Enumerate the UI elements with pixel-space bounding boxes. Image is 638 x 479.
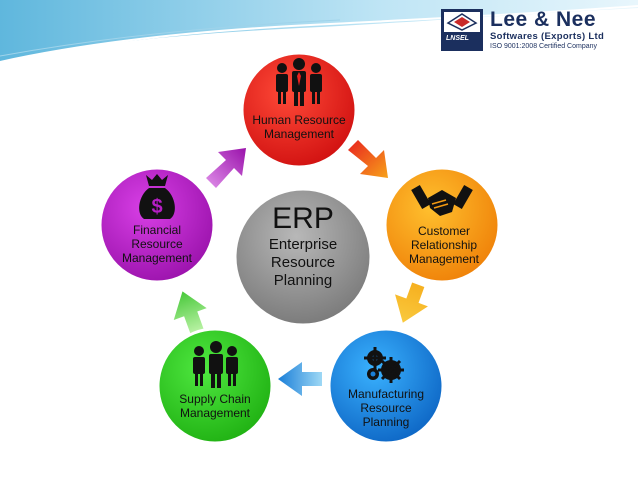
center-title: ERP [272,202,334,235]
scm-label: Supply Chain Management [163,392,267,420]
fin-label-line1: Financial [132,223,182,237]
crm-label-line3: Management [408,252,480,266]
company-certification: ISO 9001:2008 Certified Company [490,43,598,50]
scm-label-line2: Management [179,406,251,420]
hr-label-line2: Management [263,127,335,141]
node-human-resource [240,51,358,169]
node-customer-relationship [383,166,501,284]
scm-label-line1: Supply Chain [179,392,251,406]
fin-label-line3: Management [121,251,193,265]
crm-label-line2: Relationship [410,238,478,252]
gears-icon [364,347,404,383]
money-bag-icon: $ [139,174,175,219]
people-icon [276,58,322,106]
company-logo: LNSEL Lee & Nee Softwares (Exports) Ltd … [440,8,632,52]
arrow-crm-to-mrp [395,282,428,323]
people-icon [193,341,238,388]
center-circle [233,187,373,327]
node-manufacturing [327,327,445,445]
arrow-scm-to-fin [173,291,207,335]
mrp-label: Manufacturing Resource Planning [334,387,438,429]
lnsel-mark-icon [441,9,483,51]
node-financial: $ [98,166,216,284]
hr-label-line1: Human Resource [252,113,346,127]
mrp-label-line1: Manufacturing [347,387,425,401]
mrp-label-line3: Planning [362,415,410,429]
fin-label: Financial Resource Management [105,223,209,265]
company-name: Lee & Nee [490,8,597,31]
mrp-label-line2: Resource [360,401,412,415]
arrow-hr-to-crm [348,140,388,178]
center-subtitle-line1: Enterprise [268,236,338,253]
hr-label: Human Resource Management [244,113,354,141]
center-subtitle-line2: Resource [270,254,336,271]
fin-label-line2: Resource [131,237,183,251]
crm-label-line1: Customer [417,224,470,238]
handshake-icon [411,184,473,216]
center-subtitle-line3: Planning [273,272,333,289]
svg-text:$: $ [151,196,162,218]
arrow-fin-to-hr [206,148,246,188]
logo-mark-text: LNSEL [446,35,469,42]
node-supply-chain [156,327,274,445]
arrow-mrp-to-scm [278,362,322,396]
center-subtitle: Enterprise Resource Planning [238,236,368,290]
crm-label: Customer Relationship Management [392,224,496,266]
company-subtitle: Softwares (Exports) Ltd [490,31,605,42]
